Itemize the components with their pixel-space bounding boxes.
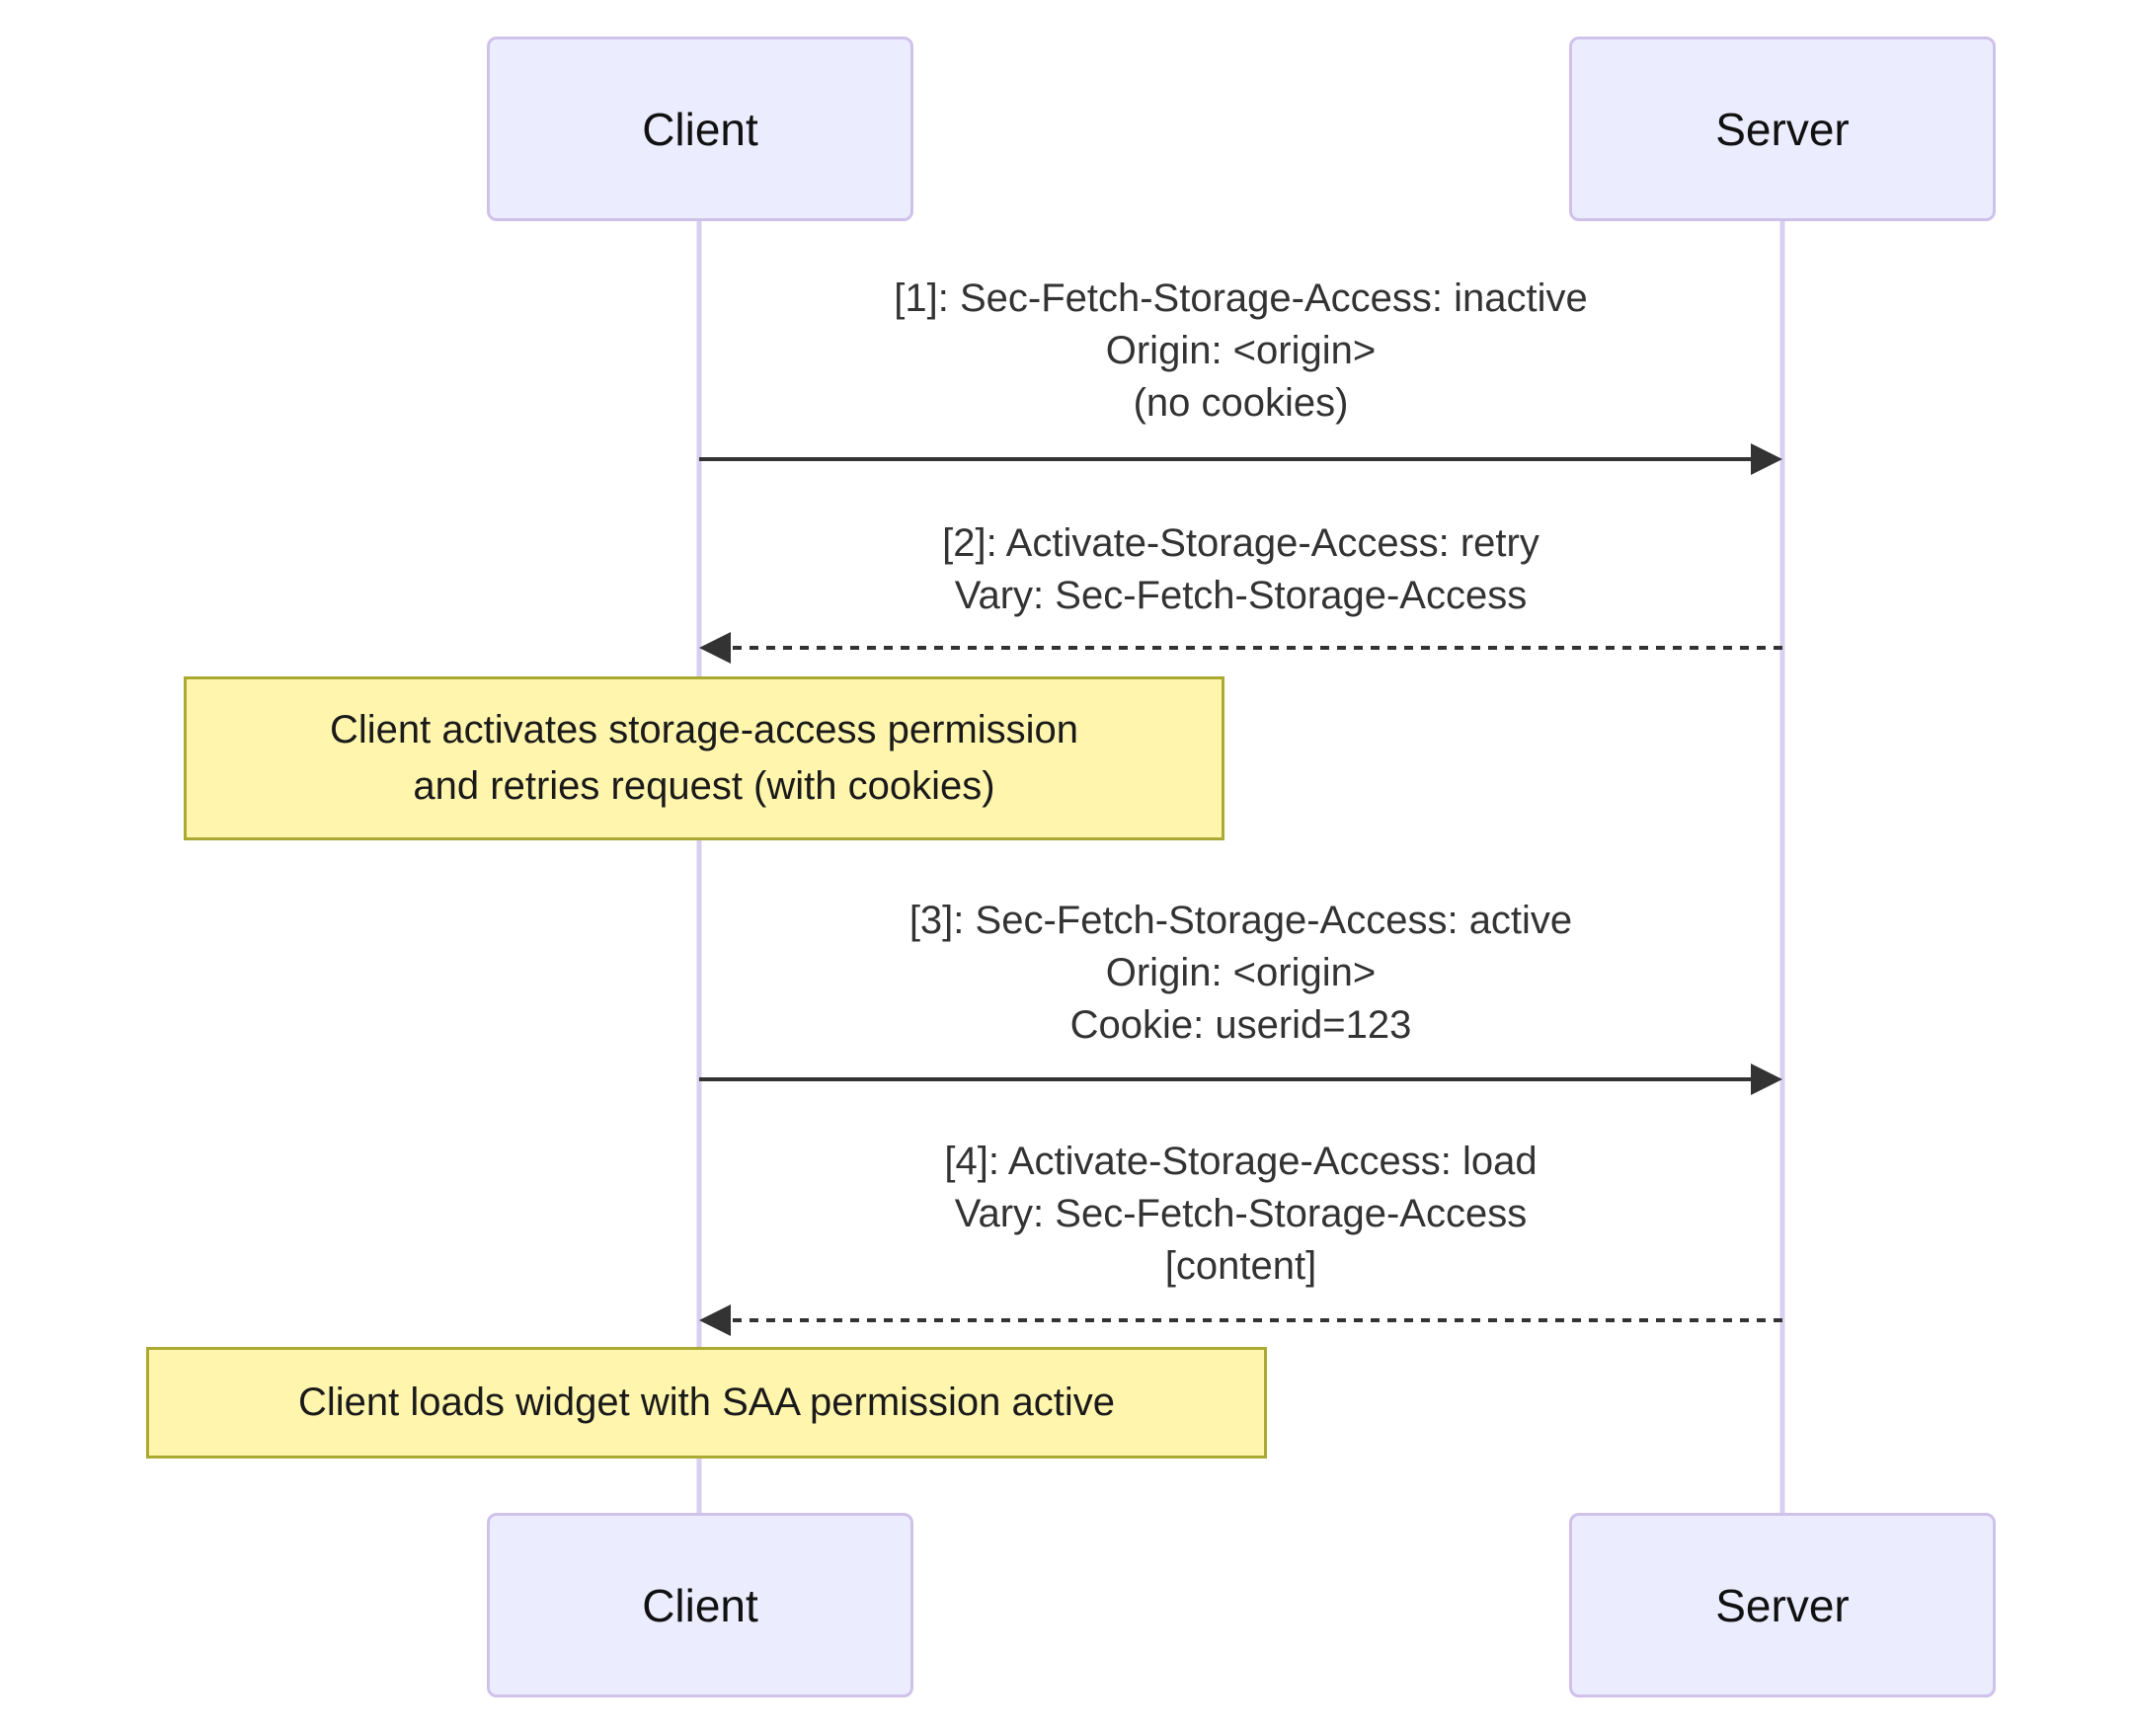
message-4-arrow: [699, 1304, 1782, 1336]
actor-server-top: Server: [1569, 37, 1996, 221]
note-client-activates: Client activates storage-access permissi…: [184, 676, 1224, 840]
message-line: [1]: Sec-Fetch-Storage-Access: inactive: [894, 276, 1588, 320]
actor-client-top: Client: [487, 37, 913, 221]
message-line: (no cookies): [1133, 381, 1349, 425]
arrowhead-right-icon: [1751, 443, 1782, 475]
actor-client-label: Client: [642, 103, 758, 155]
arrowhead-right-icon: [1751, 1064, 1782, 1095]
actor-server-label: Server: [1715, 1579, 1850, 1631]
message-1-text: [1]: Sec-Fetch-Storage-Access: inactive …: [699, 273, 1782, 430]
arrowhead-left-icon: [699, 632, 731, 664]
message-line: [3]: Sec-Fetch-Storage-Access: active: [908, 899, 1573, 942]
message-1-arrow: [699, 443, 1782, 475]
message-line: [content]: [1164, 1244, 1317, 1288]
note-line: Client loads widget with SAA permission …: [297, 1381, 1116, 1424]
message-2-text: [2]: Activate-Storage-Access: retry Vary…: [699, 517, 1782, 622]
message-4-text: [4]: Activate-Storage-Access: load Vary:…: [699, 1136, 1782, 1293]
actor-server-bottom: Server: [1569, 1513, 1996, 1697]
message-line: [4]: Activate-Storage-Access: load: [944, 1140, 1538, 1183]
message-line: Vary: Sec-Fetch-Storage-Access: [954, 574, 1528, 617]
message-3-text: [3]: Sec-Fetch-Storage-Access: active Or…: [699, 895, 1782, 1052]
message-line: Vary: Sec-Fetch-Storage-Access: [954, 1192, 1528, 1235]
arrowhead-left-icon: [699, 1304, 731, 1336]
message-line: [2]: Activate-Storage-Access: retry: [942, 521, 1539, 565]
actor-client-bottom: Client: [487, 1513, 913, 1697]
message-line: Cookie: userid=123: [1069, 1003, 1412, 1047]
note-line: Client activates storage-access permissi…: [329, 708, 1079, 751]
message-3-arrow: [699, 1064, 1782, 1095]
actor-client-label: Client: [642, 1579, 758, 1631]
note-line: and retries request (with cookies): [413, 764, 995, 808]
note-client-loads-widget: Client loads widget with SAA permission …: [146, 1347, 1267, 1459]
message-2-arrow: [699, 632, 1782, 664]
message-line: Origin: <origin>: [1105, 329, 1377, 372]
message-line: Origin: <origin>: [1105, 951, 1377, 994]
actor-server-label: Server: [1715, 103, 1850, 155]
